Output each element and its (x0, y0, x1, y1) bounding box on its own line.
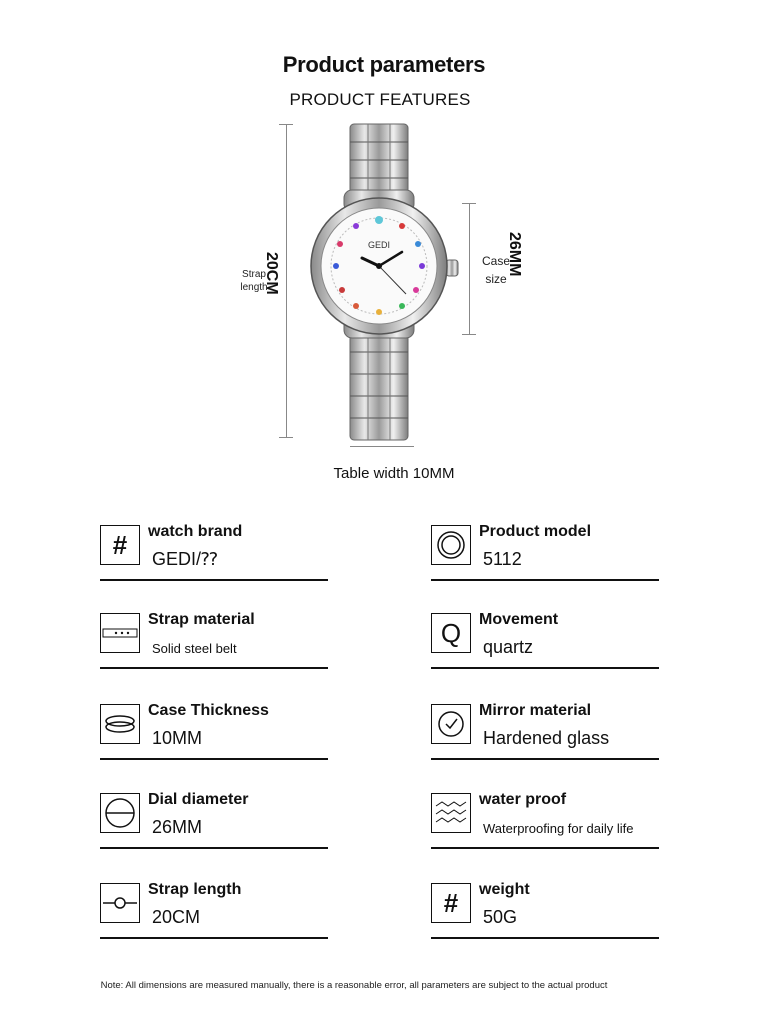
param-underline (100, 937, 328, 939)
footer-note: Note: All dimensions are measured manual… (100, 980, 608, 991)
clock-icon (431, 704, 471, 744)
param-value: GEDI/⁇ (152, 549, 218, 569)
param-underline (431, 579, 659, 581)
param-value: Waterproofing for daily life (483, 821, 634, 836)
param-label: Strap length (148, 881, 242, 898)
strap-dim-label: Strap length (240, 269, 268, 293)
param-value: 26MM (152, 817, 203, 837)
param-underline (100, 579, 328, 581)
param-underline (100, 667, 328, 669)
param-underline (431, 758, 659, 760)
param-label: Mirror material (479, 702, 592, 719)
page-title: Product parameters (282, 52, 486, 77)
width-dim-line (350, 446, 414, 447)
strap-length-icon (100, 883, 140, 923)
case-dim-value: 26MM (506, 232, 523, 277)
param-label: Case Thickness (148, 702, 269, 719)
case-dim-line (469, 203, 470, 335)
param-label: Strap material (148, 611, 255, 628)
strap-dim-value: 20CM (263, 252, 280, 295)
param-value: 5112 (483, 549, 522, 569)
param-underline (431, 937, 659, 939)
param-underline (431, 847, 659, 849)
q-icon: Q (431, 613, 471, 653)
param-underline (100, 758, 328, 760)
param-movement: Q Movement quartz (431, 605, 661, 675)
param-label: watch brand (148, 523, 243, 540)
param-value: 10MM (152, 728, 203, 748)
param-value: quartz (483, 637, 534, 657)
case-thickness-icon (100, 704, 140, 744)
bracelet-bottom (349, 329, 409, 441)
page-subtitle: PRODUCT FEATURES (289, 90, 471, 109)
strap-dim-line (286, 124, 287, 438)
bracelet-top (349, 123, 409, 197)
param-label: Movement (479, 611, 559, 628)
param-weight: # weight 50G (431, 875, 661, 945)
dial-diameter-icon (100, 793, 140, 833)
belt-icon (100, 613, 140, 653)
param-label: Dial diameter (148, 791, 249, 808)
dim-cap-bottom (279, 437, 293, 438)
hash-icon: # (431, 883, 471, 923)
waves-icon (431, 793, 471, 833)
case-dim-cap-bottom (462, 334, 476, 335)
param-case-thickness: Case Thickness 10MM (100, 696, 330, 766)
param-label: weight (479, 881, 530, 898)
param-product-model: Product model 5112 (431, 517, 661, 587)
watch-image: GEDI (310, 123, 459, 441)
param-value: Hardened glass (483, 728, 610, 748)
hash-icon: # (100, 525, 140, 565)
param-value: Solid steel belt (152, 641, 237, 656)
param-label: water proof (479, 791, 567, 808)
param-underline (431, 667, 659, 669)
dial-brand: GEDI (368, 240, 390, 250)
param-label: Product model (479, 523, 592, 540)
param-dial-diameter: Dial diameter 26MM (100, 785, 330, 855)
width-caption: Table width 10MM (333, 465, 455, 482)
param-value: 50G (483, 907, 518, 927)
case-dim-label: Case size (481, 254, 510, 286)
param-underline (100, 847, 328, 849)
param-value: 20CM (152, 907, 201, 927)
param-strap-length: Strap length 20CM (100, 875, 330, 945)
double-circle-icon (431, 525, 471, 565)
